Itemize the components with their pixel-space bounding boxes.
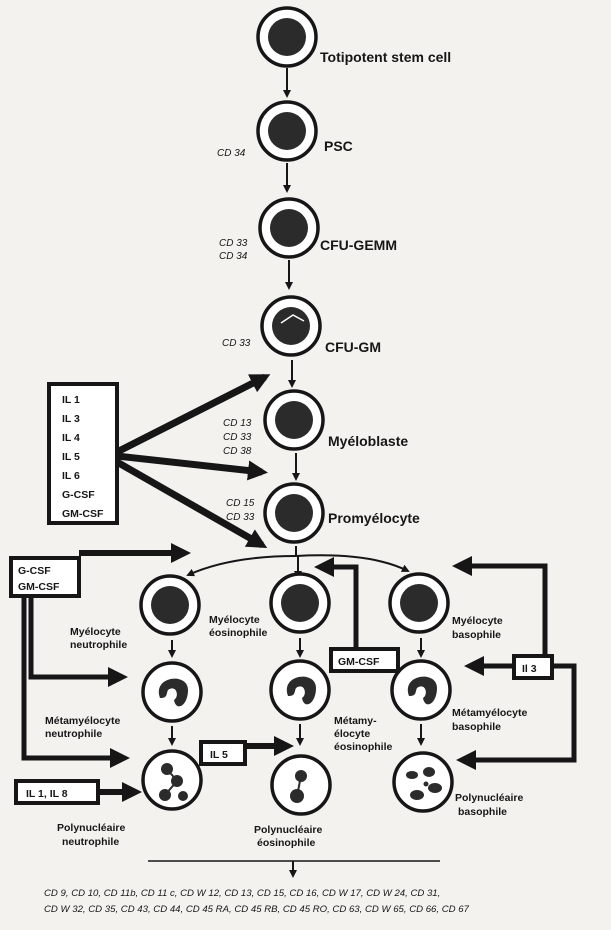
myelocyte-eosinophile-label-2: éosinophile (209, 627, 268, 639)
metamyelocyte-neutrophile-cell (141, 661, 203, 723)
myeloblaste-cd-13: CD 13 (223, 418, 252, 429)
polynucleaire-neutrophile-label-2: neutrophile (62, 836, 119, 848)
metamyelocyte-neutrophile-label-1: Métamyélocyte (45, 715, 120, 727)
thick-arrow-to-cfugm (115, 373, 271, 456)
promyelocyte-cd-33: CD 33 (226, 512, 255, 523)
polynucleaire-eosinophile-label-2: éosinophile (257, 837, 316, 849)
polynucleaire-eosinophile-cell (270, 754, 332, 816)
gcsf-arrow-to-polynucleaire (21, 596, 130, 768)
thick-arrow-to-myeloblaste (116, 452, 268, 481)
footer-cd-line-1: CD 9, CD 10, CD 11b, CD 11 c, CD W 12, C… (44, 888, 440, 899)
box-il4: IL 4 (62, 432, 80, 444)
polynucleaire-basophile-cell (392, 751, 454, 813)
branch-arrow-neutrophile (186, 555, 297, 577)
il5-box: IL 5 (199, 740, 247, 766)
polynucleaire-neutrophile-cell (141, 749, 203, 811)
polynucleaire-neutrophile-label-1: Polynucléaire (57, 822, 125, 834)
metamyelocyte-basophile-label-2: basophile (452, 721, 501, 733)
myeloblaste-cd-38: CD 38 (223, 446, 252, 457)
myelocyte-neutrophile-label-1: Myélocyte (70, 626, 121, 638)
il3-box: Il 3 (512, 654, 554, 680)
myeloblaste-cd-33: CD 33 (223, 432, 252, 443)
il3-arrow-to-polynucleaire-b (456, 663, 577, 770)
box-il3: IL 3 (62, 413, 80, 425)
metamyelocyte-eosinophile-label-3: éosinophile (334, 741, 393, 753)
box-il6: IL 6 (62, 470, 80, 482)
box-gmcsf: GM-CSF (62, 508, 104, 520)
box-gcsf: G-CSF (62, 489, 95, 501)
il1-il8-label: IL 1, IL 8 (26, 788, 68, 800)
myelocyte-basophile-cell (388, 572, 450, 634)
gcsf-gmcsf-box: G-CSF GM-CSF (9, 556, 81, 598)
promyelocyte-cd-15: CD 15 (226, 498, 255, 509)
polynucleaire-basophile-label-1: Polynucléaire (455, 792, 523, 804)
cfu-gm-cell (260, 295, 322, 357)
metamyelocyte-eosinophile-label-1: Métamy- (334, 715, 377, 727)
il3-arrow-to-myelocyte-b (452, 556, 548, 656)
gmcsf-arrow-to-myelocyte-e (314, 557, 359, 649)
myelocyte-neutrophile-cell (139, 574, 201, 636)
stem-cell (256, 6, 318, 68)
myelocyte-basophile-label-2: basophile (452, 629, 501, 641)
cfu-gemm-cd-33: CD 33 (219, 238, 248, 249)
promyelocyte-cell (263, 482, 325, 544)
metamyelocyte-neutrophile-label-2: neutrophile (45, 728, 102, 740)
myelocyte-eosinophile-label-1: Myélocyte (209, 614, 260, 626)
myelocyte-eosinophile-cell (269, 572, 331, 634)
gmcsf-box-label: GM-CSF (338, 656, 380, 668)
promyelocyte-label: Promyélocyte (328, 510, 420, 526)
myeloblaste-label: Myéloblaste (328, 433, 408, 449)
gmcsf-box: GM-CSF (329, 647, 400, 673)
cfu-gemm-cell (258, 197, 320, 259)
psc-cd-34: CD 34 (217, 148, 246, 159)
gcsf-arrow-to-metamyelocyte (28, 596, 128, 687)
branch-arrow-basophile (295, 554, 410, 572)
psc-label: PSC (324, 138, 353, 154)
cfu-gemm-cd-34: CD 34 (219, 251, 248, 262)
cfu-gm-label: CFU-GM (325, 339, 381, 355)
psc-cell (256, 100, 318, 162)
il3-label: Il 3 (522, 663, 537, 675)
myelocyte-basophile-label-1: Myélocyte (452, 615, 503, 627)
polynucleaire-basophile-label-2: basophile (458, 806, 507, 818)
footer-cd-line-2: CD W 32, CD 35, CD 43, CD 44, CD 45 RA, … (44, 904, 470, 915)
thick-arrow-to-promyelocyte (115, 458, 268, 549)
metamyelocyte-eosinophile-label-2: élocyte (334, 728, 370, 740)
box-il5: IL 5 (62, 451, 80, 463)
metamyelocyte-basophile-label-1: Métamyélocyte (452, 707, 527, 719)
stem-cell-label: Totipotent stem cell (320, 49, 451, 65)
myelocyte-neutrophile-label-2: neutrophile (70, 639, 127, 651)
myeloblaste-cell (263, 389, 325, 451)
metamyelocyte-eosinophile-cell (269, 659, 331, 721)
cfu-gm-cd-33: CD 33 (222, 338, 251, 349)
polynucleaire-eosinophile-label-1: Polynucléaire (254, 824, 322, 836)
il1-il8-box: IL 1, IL 8 (14, 779, 100, 805)
interleukin-box: IL 1 IL 3 IL 4 IL 5 IL 6 G-CSF GM-CSF (47, 382, 119, 525)
metamyelocyte-basophile-cell (390, 659, 452, 721)
gmcsf-label: GM-CSF (18, 581, 60, 593)
gcsf-label: G-CSF (18, 565, 51, 577)
cfu-gemm-label: CFU-GEMM (320, 237, 397, 253)
box-il1: IL 1 (62, 394, 80, 406)
il5-label: IL 5 (210, 749, 228, 761)
